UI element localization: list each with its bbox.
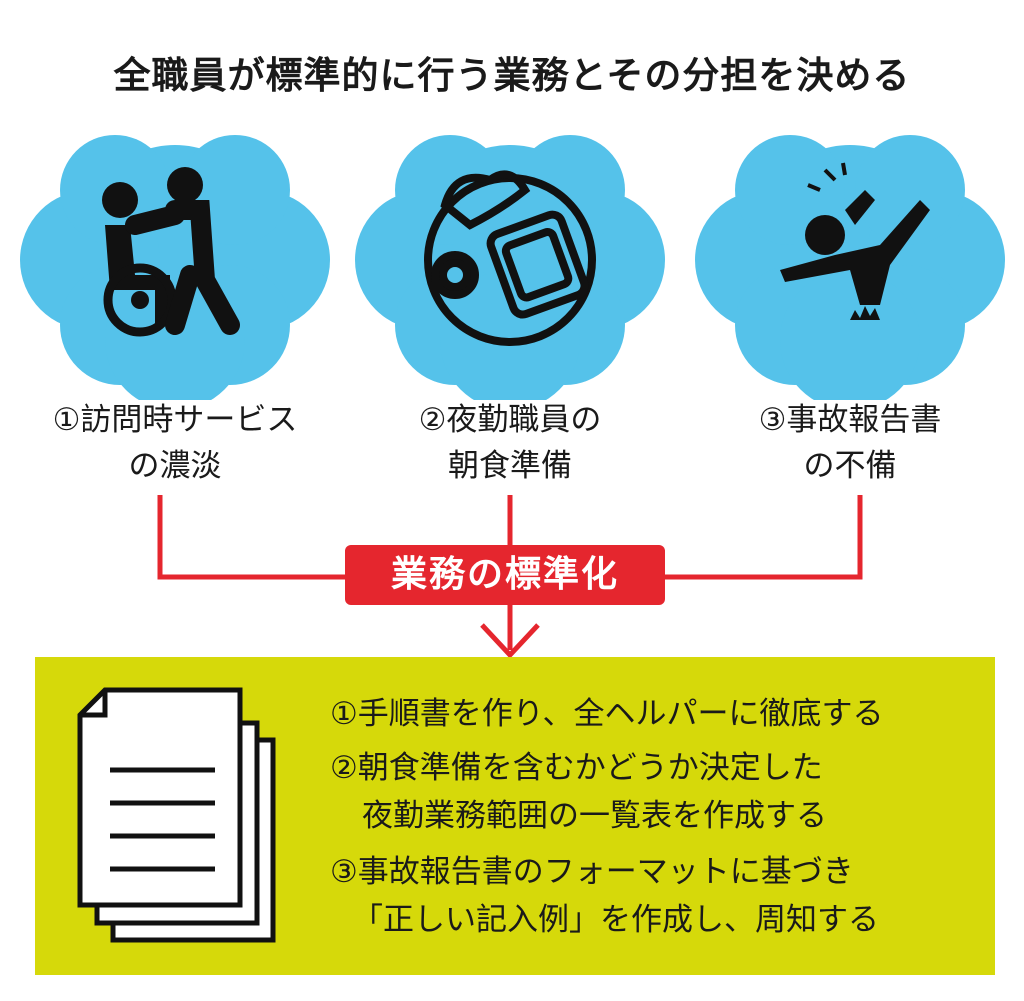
down-arrow-icon	[480, 623, 540, 659]
problem-label-2: ②夜勤職員の 朝食準備	[345, 397, 675, 489]
problem-1-line1: ①訪問時サービス	[52, 402, 298, 438]
documents-icon	[77, 687, 276, 943]
problem-label-3: ③事故報告書 の不備	[685, 397, 1015, 489]
page-title: 全職員が標準的に行う業務とその分担を決める	[113, 54, 911, 97]
solution-3-line1: ③事故報告書のフォーマットに基づき	[330, 854, 854, 890]
problem-3-line2: の不備	[803, 448, 897, 484]
solution-2-line2: 夜勤業務範囲の一覧表を作成する	[362, 798, 827, 834]
solution-1: ①手順書を作り、全ヘルパーに徹底する	[330, 696, 884, 732]
solution-3-line2: 「正しい記入例」を作成し、周知する	[352, 902, 879, 938]
wheelchair-caregiver-icon	[102, 167, 240, 337]
problem-3-line1: ③事故報告書	[758, 402, 942, 438]
standardization-badge: 業務の標準化	[345, 545, 665, 605]
solution-2-line1: ②朝食準備を含むかどうか決定した	[330, 750, 823, 786]
problem-label-1: ①訪問時サービス の濃淡	[10, 397, 340, 489]
problem-clouds	[20, 135, 1005, 400]
breakfast-plate-icon	[424, 170, 596, 346]
problem-2-line2: 朝食準備	[448, 448, 572, 484]
falling-person-icon	[780, 162, 930, 320]
problem-1-line2: の濃淡	[128, 448, 222, 484]
problem-2-line1: ②夜勤職員の	[418, 402, 602, 438]
